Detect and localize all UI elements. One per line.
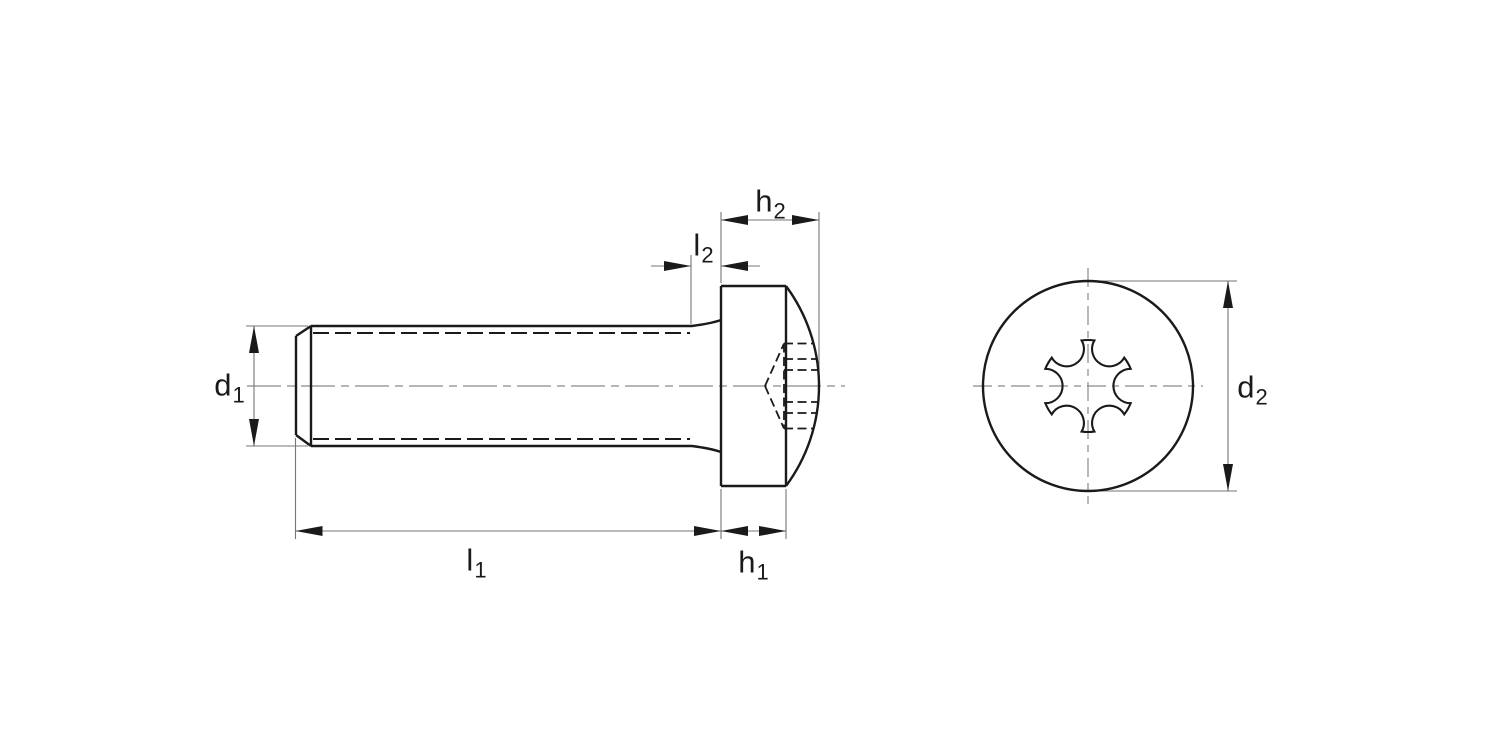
dimension-d1-arrow-down [249,419,259,446]
label-d1-sub: 1 [232,382,245,408]
label-l2-sub: 2 [701,242,714,268]
dimension-d2-arrow-down [1223,464,1233,491]
dimension-d1-arrow-up [249,326,259,353]
label-d1: d1 [214,367,245,407]
label-h1-sub: 1 [756,559,769,585]
label-h1-base: h [738,544,756,580]
dimension-h2-extension-lines [720,212,820,387]
dimension-d2-arrow-up [1223,281,1233,308]
thread-hidden-lines [313,332,690,440]
label-d2-base: d [1237,369,1255,405]
label-h1: h1 [738,544,769,584]
dimension-l1-arrow-right [694,526,721,536]
label-d2-sub: 2 [1255,384,1268,410]
dimension-h1 [721,489,787,539]
label-l1: l1 [466,542,486,582]
dimension-l1 [294,438,722,539]
label-l1-base: l [466,542,474,578]
label-d2: d2 [1237,369,1268,409]
dimension-h1-arrow-right [759,526,786,536]
front-view [973,268,1237,504]
side-view [246,212,845,539]
head-outline-circle [981,279,1195,493]
dimension-h2-arrow-right [792,215,819,225]
dimension-d2-extension-lines [1091,280,1237,492]
dimension-h2 [720,212,820,387]
label-h2-sub: 2 [773,198,786,224]
dimension-h1-arrow-left [721,526,748,536]
torx-recess-hidden-lines [764,342,818,430]
dimension-l1-extension-lines [294,438,722,539]
dimension-d2 [1091,280,1237,492]
screw-tip [294,325,312,447]
label-l2-base: l [693,227,701,263]
screw-head [719,284,788,488]
screw-shaft [309,318,722,454]
label-l2: l2 [693,227,713,267]
dimension-h2-arrow-left [721,215,748,225]
dimension-d1-extension-lines [246,325,308,447]
dimension-l1-arrow-left [295,526,323,536]
screw-head-dome [785,285,821,487]
dimension-d1 [246,325,308,447]
label-h2-base: h [755,183,773,219]
label-l1-sub: 1 [474,557,487,583]
dimension-l2 [651,255,760,324]
torx-socket [1043,338,1133,434]
screw-body [294,284,821,488]
dimension-l2-arrow-left [664,261,691,271]
label-d1-base: d [214,367,232,403]
label-h2: h2 [755,183,786,223]
dimension-l2-arrow-right [721,261,748,271]
